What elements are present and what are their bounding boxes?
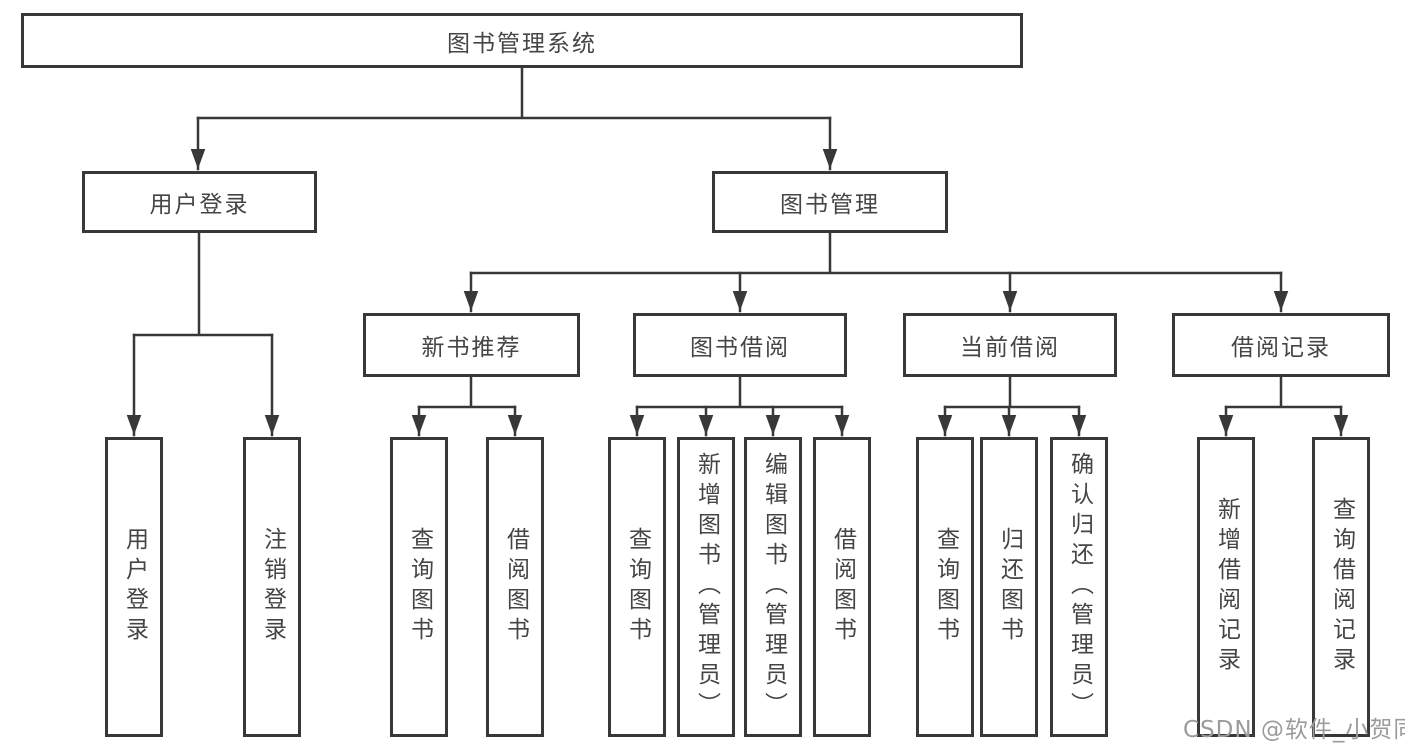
leaf-recommend-borrow-books: 借阅图书 [486,437,544,737]
leaf-record-query: 查询借阅记录 [1312,437,1370,737]
leaf-current-return-books: 归还图书 [980,437,1038,737]
node-user-login: 用户登录 [82,171,317,233]
node-root: 图书管理系统 [21,13,1023,68]
leaf-borrow-edit-books-admin: 编辑图书（管理员） [744,437,802,737]
leaf-borrow-query-books: 查询图书 [608,437,666,737]
leaf-recommend-query-books: 查询图书 [390,437,448,737]
node-book-management: 图书管理 [712,171,948,233]
leaf-current-query-books: 查询图书 [916,437,974,737]
leaf-current-confirm-return-admin: 确认归还（管理员） [1050,437,1108,737]
node-book-borrow: 图书借阅 [633,313,847,377]
csdn-watermark: CSDN @软件_小贺同学 [1183,717,1405,743]
leaf-borrow-add-books-admin: 新增图书（管理员） [677,437,735,737]
node-new-book-recommend: 新书推荐 [363,313,580,377]
leaf-record-add: 新增借阅记录 [1197,437,1255,737]
node-borrow-record: 借阅记录 [1172,313,1390,377]
leaf-user-login: 用户登录 [105,437,163,737]
leaf-logout: 注销登录 [243,437,301,737]
leaf-borrow-borrow-books: 借阅图书 [813,437,871,737]
node-current-borrow: 当前借阅 [903,313,1117,377]
